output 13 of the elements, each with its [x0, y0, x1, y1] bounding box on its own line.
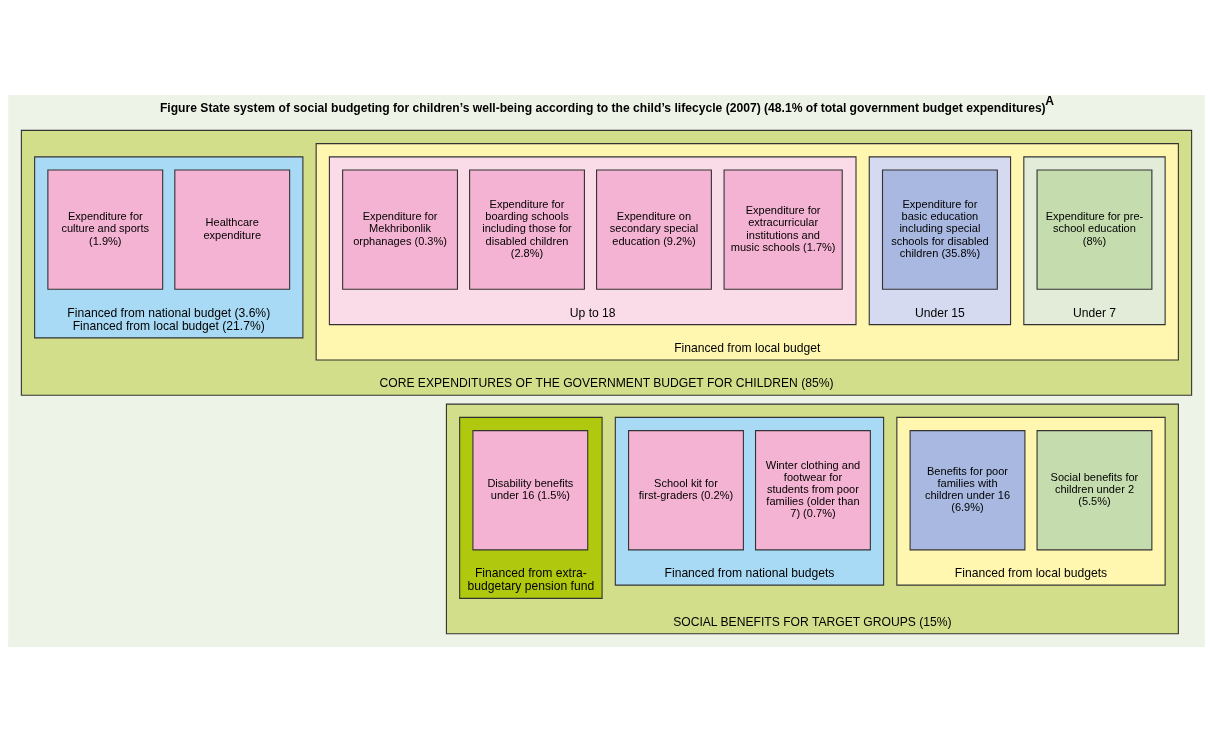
- node-box: Social benefits for children under 2 (5.5%): [1036, 430, 1153, 551]
- node-box: Healthcare expenditure: [174, 169, 291, 290]
- node-box: Winter clothing and footwear for students from poor families (older than 7) (0.7%): [755, 430, 871, 551]
- node-box: Disability benefits under 16 (1.5%): [472, 430, 589, 551]
- node-box: Expenditure for pre-school education (8%): [1036, 169, 1153, 290]
- node-box: Expenditure on secondary special education (9.2%): [596, 169, 712, 290]
- node-box: Expenditure for extracurricular institutions and music schools (1.7%): [723, 169, 843, 290]
- node-box: Benefits for poor families with children under 16 (6.9%): [909, 430, 1026, 551]
- node-box: School kit for first-graders (0.2%): [628, 430, 744, 551]
- node-box: Expenditure for culture and sports (1.9%): [47, 169, 164, 290]
- node-box: Expenditure for basic education including special schools for disabled children (35.8%): [881, 169, 998, 290]
- node-box: Expenditure for Mekhribonlik orphanages (0.3%): [342, 169, 458, 290]
- node-box: Expenditure for boarding schools including those for disabled children (2.8%): [469, 169, 585, 290]
